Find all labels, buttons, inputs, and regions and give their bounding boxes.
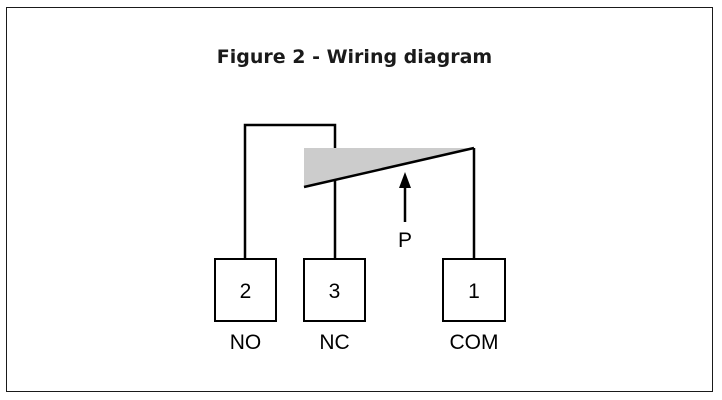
figure-title: Figure 2 - Wiring diagram xyxy=(216,46,493,68)
terminal-number: 1 xyxy=(468,280,480,303)
terminal-com: 1 COM xyxy=(442,258,506,354)
terminal-box xyxy=(214,258,277,322)
terminal-number: 2 xyxy=(240,280,252,303)
pressure-arrow-head xyxy=(399,172,411,188)
figure-frame xyxy=(6,7,713,392)
terminal-label: COM xyxy=(450,331,499,354)
terminal-number: 3 xyxy=(329,280,341,303)
terminal-nc: 3 NC xyxy=(303,258,366,354)
terminal-box xyxy=(303,258,366,322)
terminal-label: NC xyxy=(319,331,349,354)
wire-no-to-contact xyxy=(243,123,337,259)
pressure-label: P xyxy=(398,229,412,252)
terminal-label: NO xyxy=(230,331,262,354)
terminal-no: 2 NO xyxy=(214,258,277,354)
terminal-box xyxy=(442,258,506,322)
contact-blade xyxy=(303,146,475,189)
